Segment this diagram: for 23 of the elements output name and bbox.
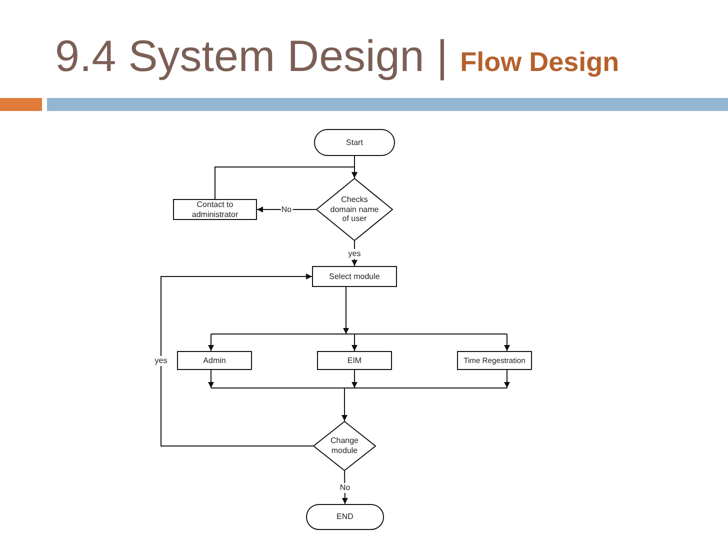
arrow [210, 388, 508, 422]
process-box: Admin [177, 351, 252, 370]
process-box: Contact to administrator [173, 199, 257, 220]
decision-diamond: Change module [313, 421, 376, 471]
arrow [352, 370, 358, 388]
decision-diamond: Checks domain name of user [316, 178, 393, 241]
arrow [160, 274, 314, 446]
arrow [504, 334, 510, 352]
arrow [208, 370, 214, 388]
terminator: END [306, 504, 384, 530]
process-box: EIM [317, 351, 392, 370]
arrow [256, 206, 316, 212]
edge-label: yes [347, 249, 362, 259]
edge-label: yes [154, 356, 168, 366]
arrow [208, 334, 214, 352]
arrow [214, 166, 358, 200]
arrow [352, 240, 358, 266]
edge-label: No [338, 483, 352, 493]
slide-title: 9.4 System Design | Flow Design [55, 35, 620, 83]
process-box: Select module [312, 266, 397, 287]
terminator: Start [314, 129, 395, 156]
arrow [504, 370, 510, 388]
edge-label: No [280, 204, 293, 214]
